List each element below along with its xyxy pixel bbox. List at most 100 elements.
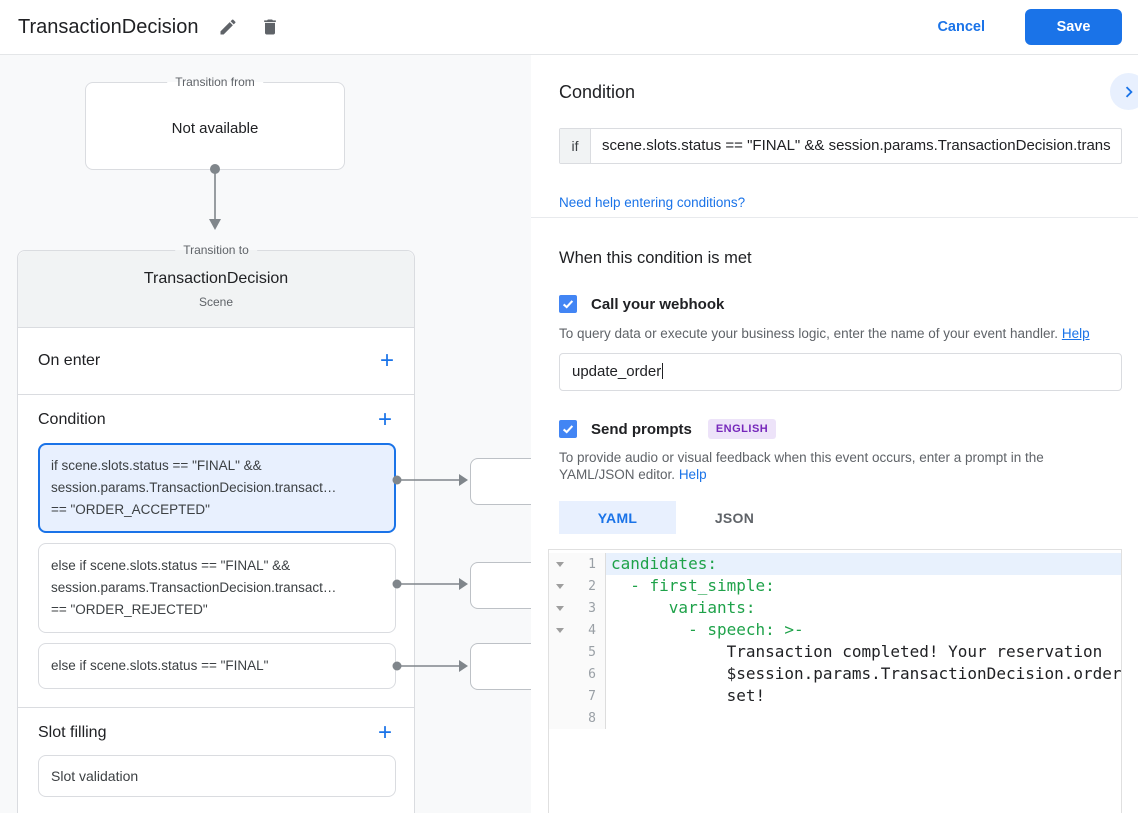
webhook-help-link[interactable]: Help xyxy=(1061,326,1090,341)
delete-icon[interactable] xyxy=(260,16,282,38)
add-condition-button[interactable]: + xyxy=(377,406,392,433)
prompts-label: Send prompts xyxy=(591,420,692,438)
webhook-name-input[interactable]: update_order xyxy=(559,353,1122,391)
if-prefix: if xyxy=(560,129,591,163)
code-gutter: 7 xyxy=(549,685,606,707)
code-text xyxy=(606,707,1121,729)
line-number: 8 xyxy=(588,710,596,726)
code-gutter: 5 xyxy=(549,641,606,663)
webhook-name-value: update_order xyxy=(572,363,662,380)
fold-arrow-icon[interactable] xyxy=(556,627,564,633)
webhook-check-row: Call your webhook xyxy=(559,295,1110,313)
language-badge: ENGLISH xyxy=(707,419,777,439)
transition-target-box[interactable] xyxy=(470,458,531,505)
save-button[interactable]: Save xyxy=(1025,9,1122,45)
prompts-help-link[interactable]: Help xyxy=(678,467,707,482)
add-on-enter-button[interactable]: + xyxy=(379,347,394,374)
app-bar: TransactionDecision Cancel Save xyxy=(0,0,1138,55)
code-text: set! xyxy=(611,686,766,705)
code-gutter: 2 xyxy=(549,575,606,597)
condition-card-line: == "ORDER_REJECTED" xyxy=(51,602,208,617)
condition-card-line: session.params.TransactionDecision.trans… xyxy=(51,580,337,595)
code-gutter: 3 xyxy=(549,597,606,619)
condition-card[interactable]: else if scene.slots.status == "FINAL" xyxy=(38,643,396,689)
scene-title: TransactionDecision xyxy=(143,270,289,287)
add-slot-button[interactable]: + xyxy=(377,719,392,746)
code-text: candidates: xyxy=(606,553,1121,575)
transition-target-box[interactable] xyxy=(470,562,531,609)
prompts-checkbox[interactable] xyxy=(559,420,577,438)
panel-title: Condition xyxy=(559,82,636,102)
code-line[interactable]: 5 Transaction completed! Your reservatio… xyxy=(549,641,1121,663)
slot-filling-section: Slot filling + Slot validation xyxy=(18,708,414,813)
line-number: 7 xyxy=(588,688,596,704)
line-number: 2 xyxy=(588,578,596,594)
code-line[interactable]: 1 candidates: xyxy=(549,553,1121,575)
line-number: 1 xyxy=(588,556,596,572)
condition-section-label: Condition xyxy=(38,411,106,428)
flow-canvas: Transition from Not available Transition… xyxy=(0,55,531,813)
code-text: - first_simple: xyxy=(630,576,775,595)
fold-arrow-icon[interactable] xyxy=(556,583,564,589)
condition-detail-panel: Condition if scene.slots.status == "FINA… xyxy=(531,55,1138,813)
webhook-checkbox[interactable] xyxy=(559,295,577,313)
slot-validation-card[interactable]: Slot validation xyxy=(38,755,396,797)
transition-from-label: Transition from xyxy=(167,75,263,89)
code-text: $session.params.TransactionDecision.orde… xyxy=(611,664,1121,683)
tab-json[interactable]: JSON xyxy=(714,509,755,526)
condition-expression-group: if scene.slots.status == "FINAL" && sess… xyxy=(559,128,1122,164)
condition-expression-input[interactable]: scene.slots.status == "FINAL" && session… xyxy=(602,137,1111,154)
code-gutter: 8 xyxy=(549,707,606,729)
code-line[interactable]: 6 $session.params.TransactionDecision.or… xyxy=(549,663,1121,685)
editor-tabs: YAML JSON xyxy=(559,501,1110,534)
fold-arrow-icon[interactable] xyxy=(556,561,564,567)
condition-card-line: == "ORDER_ACCEPTED" xyxy=(51,502,210,517)
tab-yaml[interactable]: YAML xyxy=(559,501,676,534)
page-title: TransactionDecision xyxy=(18,15,199,38)
chevron-right-icon xyxy=(1125,86,1133,97)
transition-to-label: Transition to xyxy=(175,243,257,257)
code-line[interactable]: 7 set! xyxy=(549,685,1121,707)
condition-card-line: if scene.slots.status == "FINAL" && xyxy=(51,458,262,473)
code-line[interactable]: 4 - speech: >- xyxy=(549,619,1121,641)
transition-target-box[interactable] xyxy=(470,643,531,690)
code-line[interactable]: 3 variants: xyxy=(549,597,1121,619)
line-number: 3 xyxy=(588,600,596,616)
on-enter-label: On enter xyxy=(38,352,101,369)
condition-help-link[interactable]: Need help entering conditions? xyxy=(559,195,746,210)
slot-filling-label: Slot filling xyxy=(38,724,107,741)
scene-subtitle: Scene xyxy=(198,295,234,309)
edit-icon[interactable] xyxy=(218,16,240,38)
code-text: Transaction completed! Your reservation xyxy=(611,642,1103,661)
code-gutter: 4 xyxy=(549,619,606,641)
section-divider xyxy=(18,394,414,395)
condition-card-line: else if scene.slots.status == "FINAL" && xyxy=(51,558,291,573)
code-text: - speech: >- xyxy=(688,620,804,639)
collapse-panel-button[interactable] xyxy=(1110,73,1138,110)
code-gutter: 1 xyxy=(549,553,606,575)
fold-arrow-icon[interactable] xyxy=(556,605,564,611)
transition-to-box: Transition to TransactionDecision Scene … xyxy=(17,243,415,813)
transition-from-content: Not available xyxy=(171,119,259,137)
section-divider xyxy=(18,707,414,708)
condition-card[interactable]: if scene.slots.status == "FINAL" &&sessi… xyxy=(38,443,396,533)
code-text: variants: xyxy=(668,598,756,617)
checkmark-icon xyxy=(562,425,574,434)
condition-card[interactable]: else if scene.slots.status == "FINAL" &&… xyxy=(38,543,396,633)
condition-met-heading: When this condition is met xyxy=(559,249,752,267)
condition-card-list: if scene.slots.status == "FINAL" && sessi… xyxy=(38,443,396,689)
code-gutter: 6 xyxy=(549,663,606,685)
line-number: 4 xyxy=(588,622,596,638)
code-line[interactable]: 2 - first_simple: xyxy=(549,575,1121,597)
line-number: 6 xyxy=(588,666,596,682)
cancel-button[interactable]: Cancel xyxy=(937,19,985,35)
panel-divider xyxy=(531,217,1138,218)
on-enter-section[interactable]: On enter + xyxy=(18,328,414,394)
webhook-description: To query data or execute your business l… xyxy=(559,325,1110,342)
condition-section: Condition + if scene.slots.status == "FI… xyxy=(18,395,414,707)
code-line[interactable]: 8 xyxy=(549,707,1121,729)
transition-from-box: Transition from Not available xyxy=(85,75,345,170)
scene-header[interactable]: TransactionDecision Scene xyxy=(18,251,414,328)
